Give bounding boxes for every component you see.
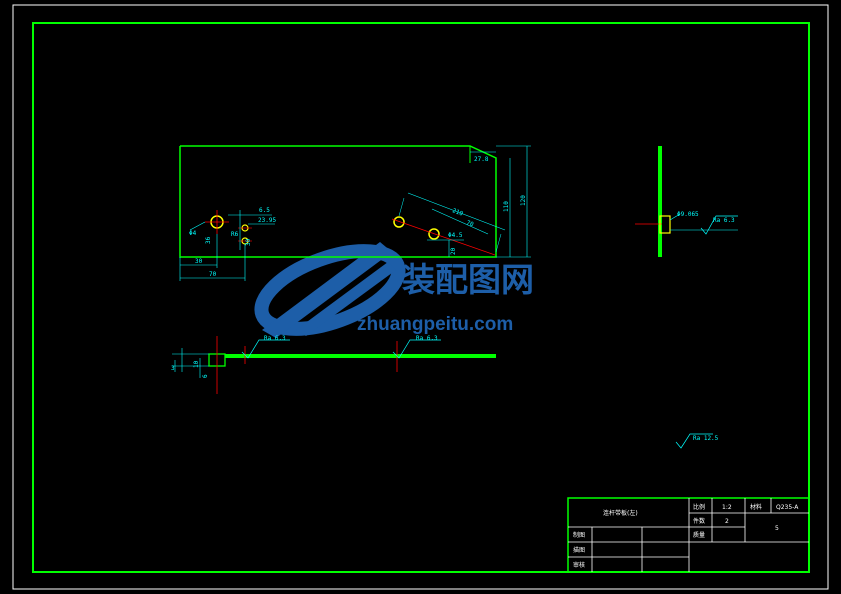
dim-left-vert: 30 [245, 238, 252, 246]
dim-height-outer: 120 [520, 195, 527, 206]
general-roughness-symbol [675, 433, 713, 449]
side-view-plate [658, 146, 662, 257]
bottom-dim-c: 6 [202, 374, 209, 378]
side-view: Φ9.065 Ra 6.3 [635, 146, 738, 257]
title-qty-label: 件数 [693, 517, 705, 525]
front-view-outline [179, 145, 497, 258]
side-view-dim: Φ9.065 [677, 211, 699, 218]
dim-slot-len: 210 [451, 207, 464, 217]
outer-frame [12, 4, 829, 590]
side-view-roughness: Ra 6.3 [713, 217, 735, 224]
bottom-dim-b: 10 [193, 360, 200, 368]
general-roughness-value: Ra 12.5 [693, 435, 719, 442]
dim-left-phi: Φ4 [189, 230, 197, 237]
dim-small-3: R6 [231, 231, 239, 238]
left-hole-group [205, 210, 252, 245]
bottom-roughness-symbol-1 [241, 339, 290, 359]
bottom-view-plate [225, 354, 496, 358]
dim-left-width: 70 [209, 271, 217, 278]
dim-small-2: 23.95 [258, 217, 276, 224]
title-ratio-value: 1:2 [722, 504, 732, 511]
title-part-name: 连杆带板(左) [603, 509, 638, 517]
watermark-url: zhuangpeitu.com [357, 314, 513, 335]
dim-left-offset: 30 [195, 258, 203, 265]
dim-slot-small: 20 [450, 247, 457, 255]
bottom-roughness-2: Ra 6.3 [416, 335, 438, 342]
title-qty-value: 2 [725, 518, 729, 525]
bottom-view: 3 10 6 Ra 6.3 Ra 6.3 [171, 335, 496, 394]
dim-height-inner: 110 [503, 201, 510, 212]
front-view: 27.8 110 120 30 70 Φ4 6.5 23.95 R6 36 30… [179, 145, 531, 281]
side-view-roughness-symbol [700, 215, 738, 235]
slot-group [391, 192, 506, 256]
dim-small-4: 36 [205, 236, 212, 244]
dim-slot-phi: Φ4.5 [448, 232, 463, 239]
dim-slot-inner: 70 [465, 219, 475, 228]
dim-top-right: 27.8 [474, 156, 489, 163]
bottom-roughness-symbol-2 [392, 339, 441, 359]
front-dimension-lines [179, 145, 531, 281]
slot-hole-lower [428, 228, 440, 240]
title-material-label: 材料 [750, 503, 762, 511]
dim-small-1: 6.5 [259, 207, 270, 214]
bottom-roughness-1: Ra 6.3 [264, 335, 286, 342]
slot-hole-upper [393, 216, 405, 228]
side-view-bush [659, 215, 671, 234]
title-row-reviewer: 审核 [573, 561, 585, 569]
watermark-logo [254, 242, 406, 338]
title-row-tracer: 描图 [573, 546, 585, 554]
general-roughness: Ra 12.5 [675, 433, 719, 449]
watermark-brand: 装配图网 [402, 260, 534, 299]
watermark: 装配图网 zhuangpeitu.com [254, 242, 534, 338]
title-weight-label: 质量 [693, 531, 705, 539]
title-block: 连杆带板(左) 比例 1:2 材料 Q235-A 件数 2 质量 5 制图 描图… [567, 497, 810, 573]
inner-frame [32, 22, 810, 573]
title-ratio-label: 比例 [693, 503, 705, 511]
title-row-drafter: 制图 [573, 531, 585, 539]
title-sheet-no: 5 [775, 525, 779, 532]
title-material-value: Q235-A [776, 504, 799, 511]
bottom-dim-a: 3 [171, 365, 175, 372]
